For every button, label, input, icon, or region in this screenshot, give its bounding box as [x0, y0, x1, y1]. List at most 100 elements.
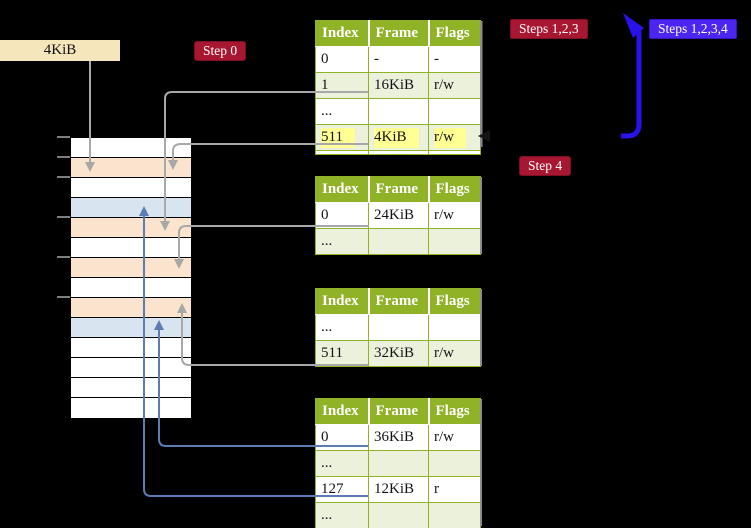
table-row: 127 12KiB r: [315, 476, 481, 503]
memory-row: [71, 378, 191, 398]
table-row: 511 32KiB r/w: [315, 340, 481, 367]
cell-frame: [368, 314, 429, 341]
address-tick: [57, 216, 70, 218]
col-header-index: Index: [315, 288, 370, 315]
col-header-index: Index: [315, 20, 370, 47]
cell-flags: r: [428, 476, 481, 503]
col-header-frame: Frame: [368, 20, 430, 47]
address-tick: [57, 136, 70, 138]
address-tick: [57, 256, 70, 258]
cell-flags: [428, 228, 481, 255]
steps-loop-arrowhead: [623, 13, 644, 38]
cell-frame: [368, 228, 429, 255]
cell-frame: [368, 98, 429, 125]
col-header-flags: Flags: [428, 398, 481, 425]
col-header-frame: Frame: [368, 288, 430, 315]
cell-frame: 24KiB: [368, 202, 429, 229]
memory-row: [71, 398, 191, 418]
cell-index: ...: [315, 98, 369, 125]
cell-frame: -: [368, 46, 429, 73]
cell-index: 0: [315, 424, 369, 451]
cell-flags: -: [428, 46, 481, 73]
page-table-top: Index Frame Flags 0 - - 1 16KiB r/w ... …: [315, 20, 481, 155]
cell-frame: 12KiB: [368, 476, 429, 503]
cell-index: 0: [315, 46, 369, 73]
highlighted-value: r/w: [434, 127, 466, 148]
col-header-index: Index: [315, 176, 370, 203]
page-size-label: 4KiB: [43, 42, 77, 58]
col-header-flags: Flags: [428, 20, 481, 47]
table-row-highlighted: 511 4KiB r/w: [315, 124, 481, 151]
memory-row: [71, 318, 191, 338]
highlighted-value: 4KiB: [374, 127, 419, 148]
table-row: 0 24KiB r/w: [315, 202, 481, 229]
cell-index: 511: [315, 340, 369, 367]
steps-loop-arrow: [621, 31, 642, 139]
memory-row: [71, 218, 191, 238]
page-size-box: 4KiB: [0, 40, 120, 61]
col-header-index: Index: [315, 398, 370, 425]
cell-frame: 32KiB: [368, 340, 429, 367]
memory-row: [71, 278, 191, 298]
cell-flags: [428, 502, 481, 528]
memory-row: [71, 338, 191, 358]
cell-flags: r/w: [428, 424, 481, 451]
col-header-frame: Frame: [368, 398, 430, 425]
highlighted-value: 511: [321, 127, 355, 148]
cell-flags: [428, 450, 481, 477]
memory-row: [71, 358, 191, 378]
cell-index: ...: [315, 228, 369, 255]
cell-flags: [428, 98, 481, 125]
table-row: ...: [315, 228, 481, 255]
col-header-frame: Frame: [368, 176, 430, 203]
address-tick: [57, 296, 70, 298]
cell-flags: r/w: [428, 202, 481, 229]
memory-row: [71, 138, 191, 158]
cell-index: 1: [315, 72, 369, 99]
table-header-row: Index Frame Flags: [315, 398, 481, 425]
cell-index: 511: [315, 124, 369, 151]
address-tick: [57, 176, 70, 178]
cell-index: ...: [315, 450, 369, 477]
cell-index: ...: [315, 502, 369, 528]
cell-index: ...: [315, 314, 369, 341]
clipped-row: [315, 150, 481, 155]
memory-row: [71, 178, 191, 198]
step0-badge: Step 0: [194, 41, 247, 61]
col-header-flags: Flags: [428, 288, 481, 315]
page-table-3: Index Frame Flags ... 511 32KiB r/w: [315, 288, 481, 367]
table-row: 0 - -: [315, 46, 481, 73]
cell-flags: r/w: [428, 340, 481, 367]
cell-frame: 4KiB: [368, 124, 429, 151]
memory-row: [71, 298, 191, 318]
physical-memory-column: [70, 137, 192, 419]
cell-index: 127: [315, 476, 369, 503]
step4-badge: Step 4: [519, 156, 572, 176]
memory-row: [71, 198, 191, 218]
cell-flags: r/w: [428, 72, 481, 99]
col-header-flags: Flags: [428, 176, 481, 203]
table-row: ...: [315, 450, 481, 477]
table-row: 1 16KiB r/w: [315, 72, 481, 99]
steps-1234-badge: Steps 1,2,3,4: [649, 19, 737, 39]
address-tick: [57, 156, 70, 158]
cell-frame: [368, 502, 429, 528]
table-row: ...: [315, 98, 481, 125]
table-header-row: Index Frame Flags: [315, 176, 481, 203]
memory-row: [71, 258, 191, 278]
steps-123-badge: Steps 1,2,3: [510, 19, 588, 39]
table-row: ...: [315, 314, 481, 341]
memory-row: [71, 238, 191, 258]
table-row: 0 36KiB r/w: [315, 424, 481, 451]
table-header-row: Index Frame Flags: [315, 20, 481, 47]
memory-row: [71, 158, 191, 178]
page-table-2: Index Frame Flags 0 24KiB r/w ...: [315, 176, 481, 255]
cell-flags: r/w: [428, 124, 481, 151]
page-table-4: Index Frame Flags 0 36KiB r/w ... 127 12…: [315, 398, 481, 528]
table-header-row: Index Frame Flags: [315, 288, 481, 315]
cell-frame: 16KiB: [368, 72, 429, 99]
cell-flags: [428, 314, 481, 341]
table-row: ...: [315, 502, 481, 528]
cell-frame: 36KiB: [368, 424, 429, 451]
